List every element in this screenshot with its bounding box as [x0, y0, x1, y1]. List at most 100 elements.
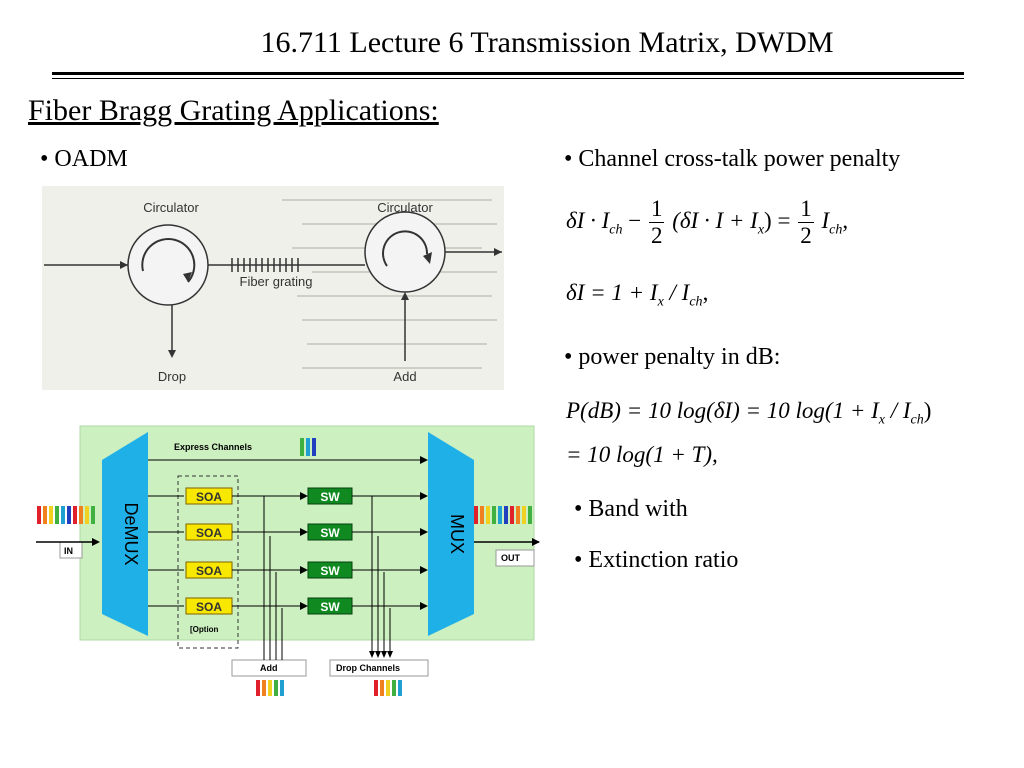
eq1-end: , — [842, 207, 849, 233]
eq3-line1a: P(dB) = 10 log(δI) = 10 log(1 + I — [566, 398, 879, 423]
equation-delta-i: δI = 1 + Ix / Ich, — [566, 280, 708, 311]
sw-arrow-1 — [420, 492, 428, 500]
soa-arrow-3 — [300, 566, 308, 574]
input-bar-4 — [55, 506, 59, 524]
eq1-frac1-num: 1 — [648, 196, 665, 223]
soa-arrow-2 — [300, 528, 308, 536]
output-bar-1 — [474, 506, 478, 524]
oadm-diagram: Circulator Circulator Fiber grating Drop… — [42, 186, 504, 390]
drop-bar-1 — [374, 680, 378, 696]
eq3-line1b: / I — [884, 398, 911, 423]
output-bar-2 — [480, 506, 484, 524]
soa-label-1: SOA — [196, 490, 222, 504]
add-bar-5 — [280, 680, 284, 696]
title-rule-thick — [52, 72, 964, 75]
eq1-frac2-den: 2 — [800, 223, 812, 248]
label-option: [Option — [190, 625, 219, 634]
soa-label-4: SOA — [196, 600, 222, 614]
drop-wavelength-bars — [374, 680, 402, 696]
drop-bar-3 — [386, 680, 390, 696]
output-bar-9 — [522, 506, 526, 524]
eq2-text: δI = 1 + I — [566, 280, 658, 305]
eq3-line1c: ) — [923, 398, 932, 423]
output-bar-8 — [516, 506, 520, 524]
title-rule-thin — [52, 78, 964, 79]
eq1-paren-end: ) = — [764, 207, 791, 233]
input-bar-9 — [85, 506, 89, 524]
express-bar-3 — [312, 438, 316, 456]
sw-label-1: SW — [320, 490, 340, 504]
eq1-paren-sub: x — [757, 222, 765, 238]
add-bar-3 — [268, 680, 272, 696]
circulator-right — [364, 211, 446, 293]
output-bar-4 — [492, 506, 496, 524]
bullet-extinction-ratio: • Extinction ratio — [574, 547, 739, 573]
soa-arrow-4 — [300, 602, 308, 610]
eq3-sub-ch: ch — [910, 412, 924, 428]
add-wavelength-bars — [256, 680, 284, 696]
label-mux: MUX — [447, 514, 467, 554]
express-bar-2 — [306, 438, 310, 456]
soa-arrow-1 — [300, 492, 308, 500]
label-circulator-right: Circulator — [377, 200, 433, 215]
eq3-sub-x: x — [878, 412, 885, 428]
bullet-bandwidth: • Band with — [574, 496, 688, 522]
label-drop-channels: Drop Channels — [336, 663, 400, 673]
output-wavelength-bars — [474, 506, 532, 524]
drop-bar-2 — [380, 680, 384, 696]
add-bar-1 — [256, 680, 260, 696]
input-bar-6 — [67, 506, 71, 524]
eq1-frac1-den: 2 — [650, 223, 663, 248]
sw-arrow-2 — [420, 528, 428, 536]
eq1-rhs-sub: ch — [829, 222, 843, 238]
eq1-paren: (δI · I + I — [672, 207, 758, 233]
add-bar-4 — [274, 680, 278, 696]
input-bar-8 — [79, 506, 83, 524]
drop-bar-5 — [398, 680, 402, 696]
label-express: Express Channels — [174, 442, 252, 452]
sw-label-2: SW — [320, 526, 340, 540]
label-add: Add — [393, 369, 416, 384]
express-wavelength-bars — [300, 438, 316, 456]
demux-block — [102, 432, 148, 636]
eq1-minus: − — [628, 207, 642, 233]
equation-power-penalty-1: P(dB) = 10 log(δI) = 10 log(1 + Ix / Ich… — [566, 398, 931, 429]
circulator-left — [127, 224, 209, 306]
eq2-end: , — [702, 280, 709, 305]
label-circulator-left: Circulator — [143, 200, 199, 215]
soa-label-2: SOA — [196, 526, 222, 540]
input-wavelength-bars — [37, 506, 95, 524]
output-bar-7 — [510, 506, 514, 524]
input-bar-1 — [37, 506, 41, 524]
eq2-sub-ch: ch — [689, 294, 703, 310]
input-bar-7 — [73, 506, 77, 524]
eq1-rhs: I — [821, 207, 830, 233]
mux-block — [428, 432, 474, 636]
section-heading: Fiber Bragg Grating Applications: — [28, 94, 439, 127]
output-bar-5 — [498, 506, 502, 524]
sw-arrow-4 — [420, 602, 428, 610]
add-bar-2 — [262, 680, 266, 696]
soa-label-3: SOA — [196, 564, 222, 578]
bullet-oadm: • OADM — [40, 146, 128, 172]
input-bar-2 — [43, 506, 47, 524]
label-demux: DeMUX — [121, 502, 141, 565]
eq1-lhs: δI · I — [566, 207, 610, 233]
output-bar-6 — [504, 506, 508, 524]
bullet-power-penalty: • power penalty in dB: — [564, 344, 781, 370]
equation-power-penalty-2: = 10 log(1 + T), — [566, 442, 718, 467]
input-bar-3 — [49, 506, 53, 524]
bullet-crosstalk: • Channel cross-talk power penalty — [564, 146, 901, 172]
input-bar-10 — [91, 506, 95, 524]
eq1-frac2-num: 1 — [798, 196, 814, 223]
label-fiber-grating: Fiber grating — [240, 274, 313, 289]
sw-label-4: SW — [320, 600, 340, 614]
drop-bar-4 — [392, 680, 396, 696]
eq2-mid: / I — [663, 280, 690, 305]
output-bar-10 — [528, 506, 532, 524]
